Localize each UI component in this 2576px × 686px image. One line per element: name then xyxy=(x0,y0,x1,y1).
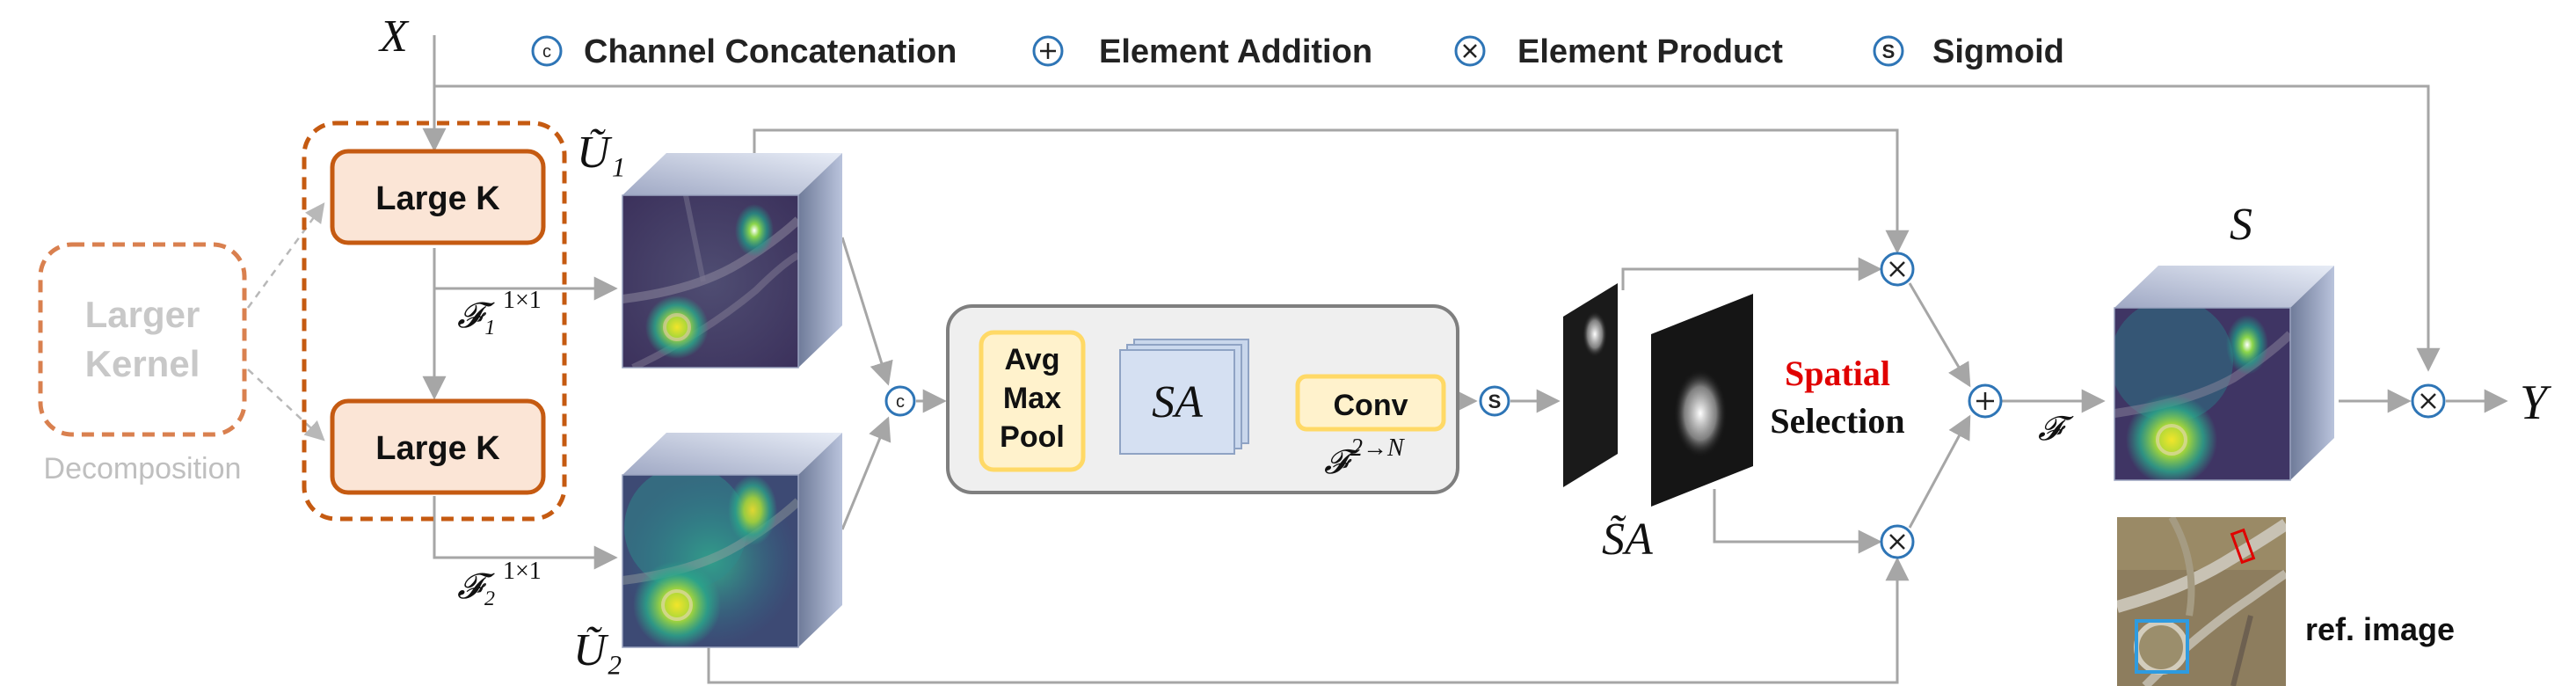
product-legend-label: Element Product xyxy=(1517,33,1783,70)
svg-text:Avg: Avg xyxy=(1005,343,1060,376)
s-feature-cube xyxy=(2114,266,2334,481)
output-y-label: Y xyxy=(2520,376,2552,430)
concat-legend-icon: c xyxy=(531,35,563,67)
concat-legend-label: Channel Concatenation xyxy=(584,33,957,70)
u2-feature-cube xyxy=(622,433,842,648)
product-legend-icon xyxy=(1454,35,1486,67)
sigmoid-legend-icon: S xyxy=(1873,35,1904,67)
spatial-word: Spatial xyxy=(1785,354,1890,393)
u2-label: Ũ₂ xyxy=(573,625,622,675)
svg-text:2→N: 2→N xyxy=(1350,434,1405,462)
larger-kernel-line2: Kernel xyxy=(85,343,200,384)
large-k-group-border xyxy=(302,120,567,522)
svg-text:1×1: 1×1 xyxy=(503,558,542,585)
pool-box: Avg Max Pool xyxy=(979,330,1086,472)
conv-box: Conv xyxy=(1295,374,1446,432)
svg-text:Max: Max xyxy=(1003,382,1061,415)
sa-tilde-label: S̃A xyxy=(1602,514,1653,565)
selection-word: Selection xyxy=(1770,401,1904,441)
ref-image-caption: ref. image xyxy=(2305,611,2455,647)
large-k-block-2: Large K xyxy=(330,398,546,495)
sa-stack: SA xyxy=(1119,339,1249,455)
spatial-attention-block: Avg Max Pool SA Conv 𝓕 2→N xyxy=(946,304,1459,494)
concat-node: c xyxy=(884,385,916,417)
sigmoid-legend-label: Sigmoid xyxy=(1932,33,2064,70)
add-legend-label: Element Addition xyxy=(1099,33,1372,70)
svg-text:Conv: Conv xyxy=(1334,389,1408,422)
f1-label: 𝓕₁ 1×1 xyxy=(457,287,542,335)
larger-kernel-line1: Larger xyxy=(85,294,200,335)
upper-product-node xyxy=(1880,252,1915,287)
conv-function-label: 𝓕 2→N xyxy=(1324,434,1405,481)
add-node xyxy=(1968,383,2003,419)
add-legend-icon xyxy=(1032,35,1064,67)
connector-lines xyxy=(422,35,2508,684)
large-k-label-1: Large K xyxy=(375,180,500,217)
final-product-node xyxy=(2411,383,2446,419)
svg-text:𝓕₁: 𝓕₁ xyxy=(457,296,495,335)
svg-text:1×1: 1×1 xyxy=(503,287,542,314)
svg-text:Pool: Pool xyxy=(1000,420,1065,454)
svg-text:c: c xyxy=(542,42,551,62)
u1-label: Ũ₁ xyxy=(577,128,626,178)
svg-text:S: S xyxy=(1488,390,1502,412)
fusion-f-label: 𝓕 xyxy=(2038,411,2074,448)
sigmoid-node: S xyxy=(1479,385,1510,417)
decomposition-caption: Decomposition xyxy=(44,452,242,485)
u1-feature-cube xyxy=(622,153,842,369)
input-x-label: X xyxy=(378,11,410,62)
svg-text:S: S xyxy=(1882,40,1896,62)
svg-text:c: c xyxy=(896,392,905,412)
large-k-block-1: Large K xyxy=(330,149,546,245)
larger-kernel-block: Larger Kernel Decomposition xyxy=(38,242,247,485)
s-label: S xyxy=(2230,200,2252,250)
legend: c Channel Concatenation Element Addition… xyxy=(531,33,2064,70)
large-k-label-2: Large K xyxy=(375,430,500,467)
svg-text:𝓕₂: 𝓕₂ xyxy=(457,566,495,606)
ref-image xyxy=(2117,517,2286,686)
f2-label: 𝓕₂ 1×1 xyxy=(457,558,542,606)
sa-label: SA xyxy=(1152,377,1203,427)
lower-product-node xyxy=(1880,524,1915,559)
sa-tilde-maps xyxy=(1563,283,1753,507)
decomposition-arrows xyxy=(246,202,325,442)
